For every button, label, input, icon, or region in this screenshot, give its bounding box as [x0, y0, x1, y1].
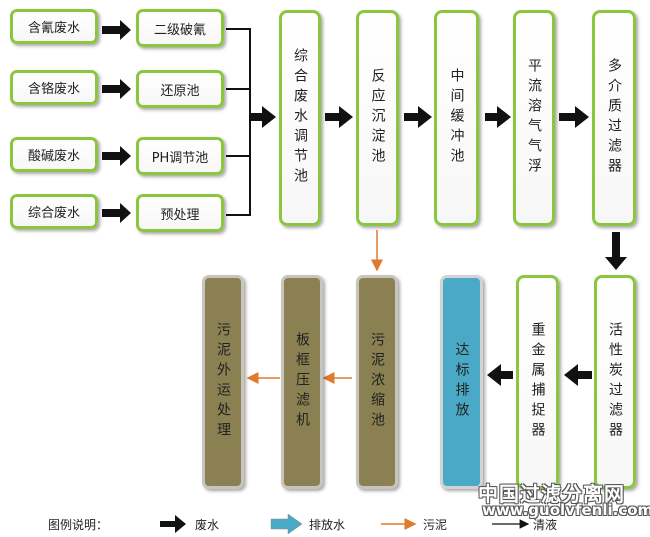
legend-clear-liquid-label: 清液: [533, 518, 558, 532]
collector-lines: [226, 28, 251, 216]
source-chromium-wastewater: 含铬废水: [10, 70, 98, 105]
stage-sludge-disposal: 污泥外运处理: [202, 275, 244, 489]
stage-reaction-settling-tank: 反应沉淀池: [356, 10, 399, 226]
stage-activated-carbon-filter: 活性炭过滤器: [594, 275, 636, 489]
source-cyanide-wastewater: 含氰废水: [10, 9, 98, 44]
pretreat-two-stage-cyanide-breaking: 二级破氰: [136, 9, 224, 47]
source-acid-base-wastewater: 酸碱废水: [10, 137, 98, 172]
pretreat-ph-adjust-tank: PH调节池: [136, 137, 224, 175]
legend-title: 图例说明：: [48, 518, 109, 532]
source-mixed-wastewater: 综合废水: [10, 194, 98, 229]
watermark-site-name: 中国过滤分离网: [478, 482, 625, 506]
pretreat-pretreatment: 预处理: [136, 194, 224, 232]
stage-heavy-metal-catcher: 重金属捕捉器: [516, 275, 559, 489]
stage-compliant-discharge: 达标排放: [440, 275, 483, 489]
stage-buffer-tank: 中间缓冲池: [434, 10, 479, 226]
legend-wastewater-label: 废水: [195, 518, 220, 532]
stage-plate-frame-filter-press: 板框压滤机: [281, 275, 323, 489]
legend-symbols: [160, 513, 530, 535]
stage-equalization-tank: 综合废水调节池: [279, 10, 321, 226]
source-arrows: [102, 20, 131, 223]
legend-discharge-water-label: 排放水: [309, 518, 346, 532]
legend-sludge-label: 污泥: [423, 518, 448, 532]
stage-sludge-thickener: 污泥浓缩池: [356, 275, 398, 489]
stage-multimedia-filter: 多介质过滤器: [592, 10, 636, 226]
pretreat-reduction-tank: 还原池: [136, 70, 224, 108]
main-flow-arrows: [250, 106, 627, 386]
sludge-arrows: [246, 230, 383, 384]
stage-dissolved-air-flotation: 平流溶气气浮: [513, 10, 555, 226]
watermark-url: www.guolvfenli.com: [482, 501, 650, 519]
